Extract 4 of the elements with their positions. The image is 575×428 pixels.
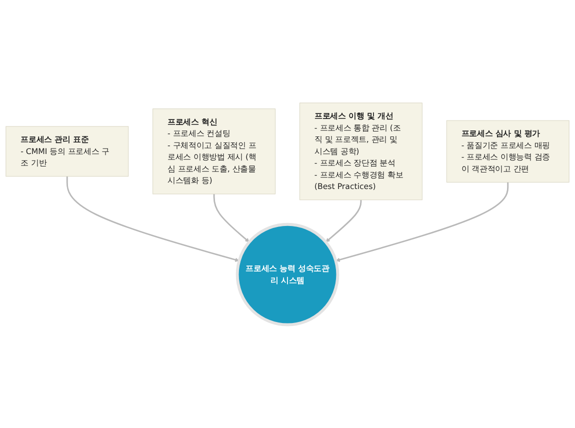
arrow <box>326 200 362 242</box>
arrow <box>213 194 250 242</box>
arrow <box>336 182 509 262</box>
arrow <box>66 176 240 262</box>
